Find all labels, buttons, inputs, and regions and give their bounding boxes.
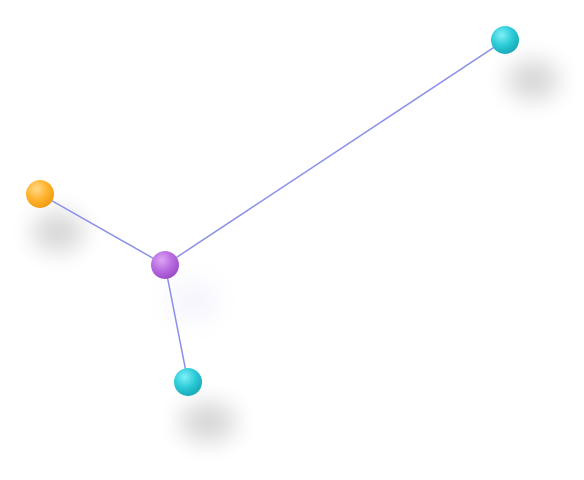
- edges: [39, 39, 506, 383]
- node-bottom-shadow: [180, 402, 236, 442]
- nodes: [26, 26, 519, 396]
- node-hub[interactable]: [151, 251, 179, 279]
- node-hub-shadow: [167, 281, 219, 321]
- edge-node-hub-to-node-left: [39, 193, 166, 266]
- node-left[interactable]: [26, 180, 54, 208]
- node-top-right[interactable]: [491, 26, 519, 54]
- edge-node-hub-to-node-top-right: [164, 39, 506, 266]
- node-left-shadow: [32, 212, 84, 252]
- node-top-right-shadow: [507, 60, 559, 100]
- node-shadows: [32, 60, 559, 442]
- edge-node-hub-to-node-bottom: [164, 264, 189, 383]
- node-bottom[interactable]: [174, 368, 202, 396]
